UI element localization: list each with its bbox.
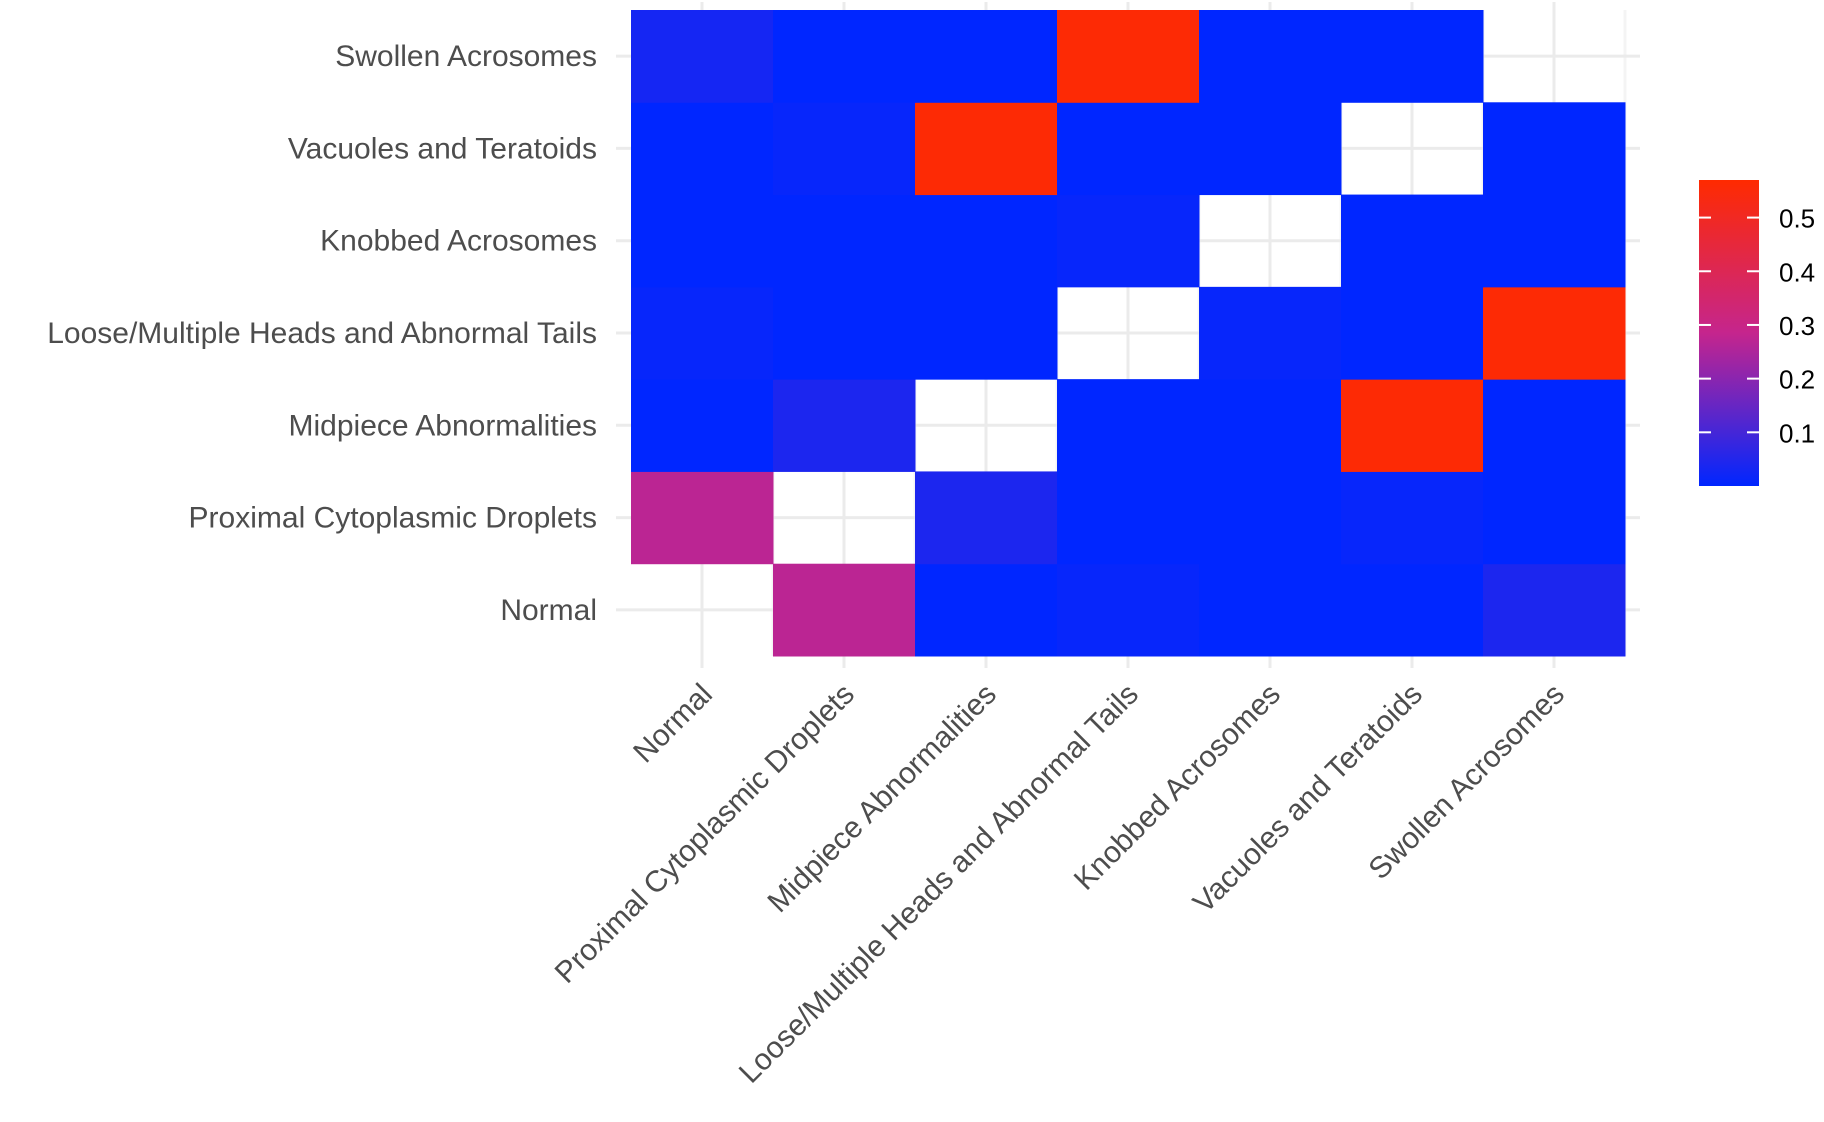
heatmap-cell <box>915 286 1058 380</box>
heatmap-cell <box>773 10 916 103</box>
heatmap-cell <box>1483 563 1626 657</box>
x-tick-label: Midpiece Abnormalities <box>761 678 1002 919</box>
y-tick-label: Midpiece Abnormalities <box>289 409 597 442</box>
heatmap-cell <box>1199 286 1342 380</box>
heatmap-cell <box>1057 563 1200 657</box>
heatmap-cell <box>1483 102 1626 196</box>
heatmap-cell <box>1057 102 1200 196</box>
x-tick-label: Proximal Cytoplasmic Droplets <box>549 678 861 990</box>
heatmap-cell <box>773 379 916 472</box>
heatmap-cell <box>1199 379 1342 472</box>
y-tick-label: Swollen Acrosomes <box>335 40 597 73</box>
heatmap-cell <box>1483 379 1626 472</box>
heatmap-cell <box>1199 102 1342 196</box>
heatmap-cell <box>1057 194 1200 288</box>
heatmap-cell <box>1199 563 1342 657</box>
color-legend: 0.1 0.2 0.3 0.4 0.5 <box>1699 180 1815 486</box>
heatmap-cell <box>631 379 774 472</box>
heatmap-cell <box>773 102 916 196</box>
heatmap-cell <box>631 10 774 103</box>
heatmap-cell <box>1483 286 1626 380</box>
heatmap-cell <box>1341 286 1484 380</box>
legend-tick-label: 0.3 <box>1779 311 1815 341</box>
legend-tick-label: 0.4 <box>1779 257 1815 287</box>
heatmap-cell <box>1199 471 1342 565</box>
heatmap-cell <box>1341 471 1484 565</box>
heatmap-cells <box>631 10 1626 657</box>
heatmap-cell <box>631 102 774 196</box>
heatmap-cell <box>1483 194 1626 288</box>
heatmap-cell <box>915 102 1058 196</box>
heatmap-cell <box>631 286 774 380</box>
heatmap-cell <box>1199 10 1342 103</box>
heatmap-cell <box>773 563 916 657</box>
y-tick-label: Proximal Cytoplasmic Droplets <box>189 502 597 535</box>
legend-tick-label: 0.5 <box>1779 204 1815 234</box>
heatmap-cell <box>1341 194 1484 288</box>
heatmap-cell <box>915 471 1058 565</box>
heatmap-cell <box>1341 379 1484 472</box>
heatmap-cell <box>915 194 1058 288</box>
y-axis-tick-labels: Normal Proximal Cytoplasmic Droplets Midpi… <box>47 40 597 627</box>
heatmap-cell <box>915 10 1058 103</box>
heatmap-cell <box>1483 471 1626 565</box>
heatmap-cell <box>631 471 774 565</box>
legend-colorbar <box>1699 180 1759 486</box>
heatmap-cell <box>1057 379 1200 472</box>
y-tick-label: Vacuoles and Teratoids <box>288 132 597 165</box>
legend-tick-label: 0.1 <box>1779 418 1815 448</box>
heatmap-cell <box>773 194 916 288</box>
y-tick-label: Loose/Multiple Heads and Abnormal Tails <box>47 317 597 350</box>
heatmap-cell <box>915 563 1058 657</box>
legend-tick-label: 0.2 <box>1779 365 1815 395</box>
x-tick-label: Vacuoles and Teratoids <box>1187 678 1429 920</box>
heatmap-cell <box>1057 10 1200 103</box>
y-tick-label: Normal <box>500 594 597 627</box>
heatmap-cell <box>1057 471 1200 565</box>
heatmap-cell <box>1341 563 1484 657</box>
y-tick-label: Knobbed Acrosomes <box>320 225 597 258</box>
x-tick-label: Normal <box>627 678 719 770</box>
heatmap-cell <box>773 286 916 380</box>
heatmap-cell <box>631 194 774 288</box>
heatmap-cell <box>1341 10 1484 103</box>
legend-ticks: 0.1 0.2 0.3 0.4 0.5 <box>1699 204 1815 448</box>
